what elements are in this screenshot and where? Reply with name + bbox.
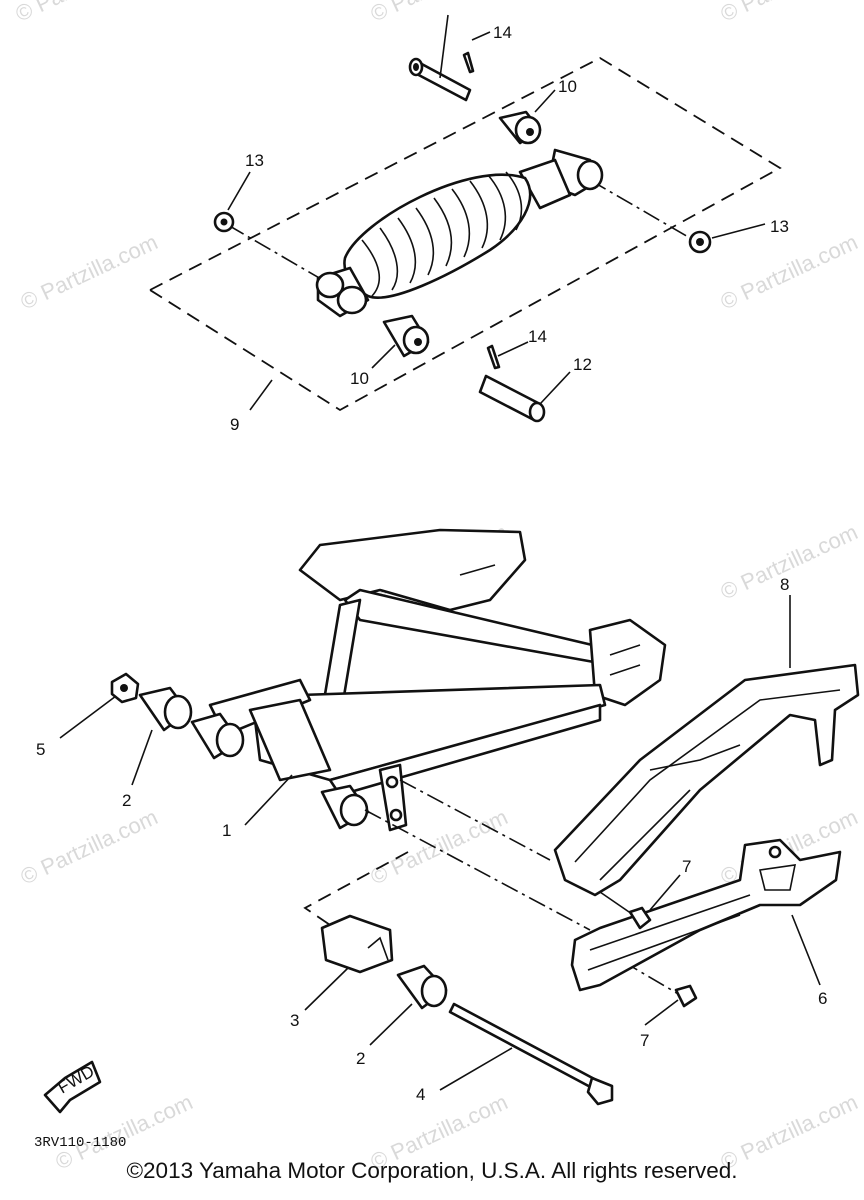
swingarm-assembly (208, 528, 667, 832)
upper-pin (408, 14, 472, 102)
label-8: 8 (780, 575, 789, 594)
label-2-lower: 2 (356, 1049, 365, 1068)
cotter-pin-top (462, 51, 475, 74)
lower-pin (478, 374, 546, 423)
label-6: 6 (818, 989, 827, 1008)
diagram-code: 3RV110-1180 (34, 1135, 126, 1151)
label-2-upper: 2 (122, 791, 131, 810)
assembly-outline (148, 56, 782, 412)
watermark-text: © Partzilla.com (17, 804, 162, 889)
cotter-pin-bottom (486, 344, 501, 370)
upper-collar (498, 110, 542, 145)
label-5: 5 (36, 740, 45, 759)
watermark-text: © Partzilla.com (717, 229, 862, 314)
bushing-upper (138, 686, 193, 732)
label-10-top: 10 (558, 77, 577, 96)
label-1: 1 (222, 821, 231, 840)
watermark-text: © Partzilla.com (367, 0, 512, 27)
shock-absorber-assembly (148, 14, 782, 423)
bushing-lower (396, 964, 448, 1010)
watermark-text: © Partzilla.com (717, 0, 862, 27)
label-13-left: 13 (245, 151, 264, 170)
label-14-top: 14 (493, 23, 512, 42)
bolt-upper (599, 891, 652, 930)
label-7-lower: 7 (640, 1031, 649, 1050)
nut (110, 672, 140, 704)
shock-absorber (315, 148, 604, 318)
washer-left (213, 211, 235, 233)
bolt-lower (674, 984, 698, 1008)
label-9: 9 (230, 415, 239, 434)
pivot-bushing-3 (320, 914, 394, 974)
forward-arrow-icon: FWD (43, 1060, 102, 1114)
pivot-axis-line (364, 809, 591, 931)
label-12: 12 (573, 355, 592, 374)
pivot-shaft (448, 1002, 614, 1106)
label-13-right: 13 (770, 217, 789, 236)
copyright-notice: ©2013 Yamaha Motor Corporation, U.S.A. A… (126, 1158, 738, 1183)
watermark-text: © Partzilla.com (12, 0, 157, 27)
lower-collar (382, 314, 430, 358)
chain-guard (570, 838, 842, 992)
part-labels: 14 10 13 13 14 12 10 9 8 5 2 1 7 6 3 7 2… (36, 23, 827, 1104)
label-10-bottom: 10 (350, 369, 369, 388)
pivot-bushing (190, 712, 245, 760)
chain-case (553, 595, 860, 897)
leader-lines (59, 31, 821, 1091)
washer-right (688, 230, 712, 254)
label-4: 4 (416, 1085, 425, 1104)
label-7-upper: 7 (682, 857, 691, 876)
swingarm-upper-bracket (298, 528, 527, 612)
label-14-bottom: 14 (528, 327, 547, 346)
label-3: 3 (290, 1011, 299, 1030)
watermark-text: © Partzilla.com (17, 229, 162, 314)
